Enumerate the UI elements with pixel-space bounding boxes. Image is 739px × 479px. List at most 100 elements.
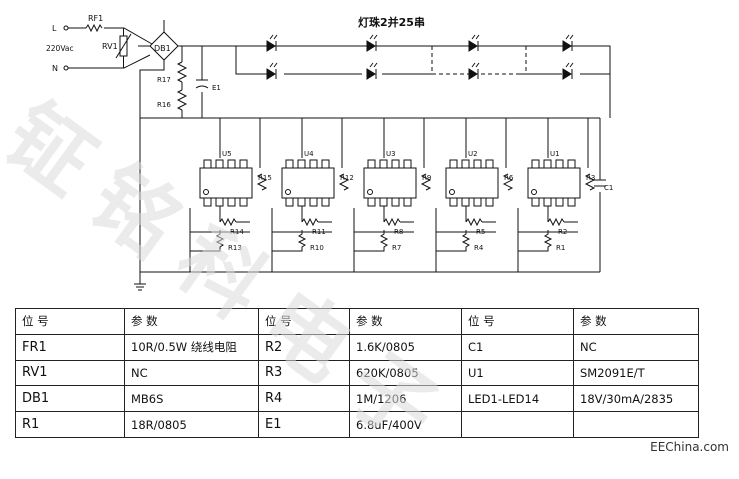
- led-driver-schematic: L N 220Vac RF1 RV1 DB1 R17 R16 E1 灯珠2并25…: [46, 14, 613, 291]
- ic-pin: [309, 197, 318, 207]
- sense-resistor-top-label: R14: [230, 228, 244, 236]
- terminal-n-label: N: [52, 64, 58, 73]
- ic-pin: [403, 159, 412, 169]
- input-section: L N 220Vac RF1 RV1 DB1 R17 R16 E1: [46, 14, 221, 291]
- e1-label: E1: [212, 84, 221, 92]
- table-cell: DB1: [15, 385, 125, 413]
- table-header-cell: 参 数: [573, 308, 699, 335]
- ic-pin: [485, 197, 494, 207]
- led-diode: [562, 62, 574, 80]
- ic-label: U3: [386, 150, 396, 158]
- rf1-label: RF1: [88, 14, 103, 23]
- ic-pin: [203, 197, 212, 207]
- ic-pin: [531, 159, 540, 169]
- led-diode: [366, 62, 378, 80]
- terminal-l-label: L: [52, 24, 57, 33]
- table-cell: E1: [258, 411, 350, 438]
- table-cell: U1: [461, 359, 574, 387]
- r17-label: R17: [157, 76, 171, 84]
- led-string: 灯珠2并25串: [208, 15, 611, 118]
- series-resistor-label: R3: [586, 174, 595, 182]
- table-cell: 620K/0805: [349, 359, 462, 387]
- table-header-cell: 参 数: [349, 308, 462, 335]
- table-cell: NC: [573, 333, 699, 361]
- ic-pin: [203, 159, 212, 169]
- c1-capacitor: C1: [594, 118, 613, 272]
- ic-pin: [227, 197, 236, 207]
- table-cell: C1: [461, 333, 574, 361]
- ic-pin: [449, 197, 458, 207]
- sense-resistor-top-label: R2: [558, 228, 567, 236]
- table-cell: 10R/0.5W 绕线电阻: [124, 333, 259, 361]
- led-diode: [366, 34, 378, 52]
- table-cell: 18R/0805: [124, 411, 259, 438]
- table-cell: 6.8uF/400V: [349, 411, 462, 438]
- rf1-resistor: [85, 23, 103, 33]
- ic-pin: [321, 197, 330, 207]
- table-header-cell: 位 号: [258, 308, 350, 335]
- sense-resistor-top-label: R11: [312, 228, 326, 236]
- table-cell: 1M/1206: [349, 385, 462, 413]
- table-cell: [573, 411, 699, 438]
- e1-capacitor: [195, 79, 209, 89]
- sense-resistor-bottom-label: R4: [474, 244, 484, 252]
- db1-label: DB1: [154, 44, 171, 53]
- led-diode: [266, 62, 278, 80]
- table-cell: LED1-LED14: [461, 385, 574, 413]
- r16-label: R16: [157, 101, 171, 109]
- ic-pin: [285, 159, 294, 169]
- sense-resistor-bottom-label: R10: [310, 244, 324, 252]
- ic-pin: [321, 159, 330, 169]
- table-cell: NC: [124, 359, 259, 387]
- led-diode: [266, 34, 278, 52]
- ic-pin: [543, 197, 552, 207]
- table-cell: R4: [258, 385, 350, 413]
- led-diode: [468, 62, 480, 80]
- ic-pin: [473, 159, 482, 169]
- site-label: EEChina.com: [650, 440, 729, 454]
- ic-pin: [215, 159, 224, 169]
- sense-resistor-top-label: R5: [476, 228, 485, 236]
- series-resistor-label: R9: [422, 174, 431, 182]
- ic-pin: [239, 197, 248, 207]
- series-resistor-label: R6: [504, 174, 514, 182]
- ic-label: U4: [304, 150, 314, 158]
- ic-pin: [485, 159, 494, 169]
- ic-pin: [473, 197, 482, 207]
- table-cell: R3: [258, 359, 350, 387]
- ic-pin: [379, 197, 388, 207]
- table-cell: SM2091E/T: [573, 359, 699, 387]
- table-header-cell: 参 数: [124, 308, 259, 335]
- ic-pin: [367, 197, 376, 207]
- ic-pin: [567, 159, 576, 169]
- series-resistor-label: R12: [340, 174, 354, 182]
- table-cell: RV1: [15, 359, 125, 387]
- sense-resistor-bottom-label: R7: [392, 244, 401, 252]
- ic-pin: [461, 197, 470, 207]
- sense-resistor-top-label: R8: [394, 228, 403, 236]
- driver-modules: U5R15R14R13U4R12R11R10U3R9R8R7U2R6R5R4U1…: [189, 118, 595, 272]
- sense-resistor-bottom-label: R13: [228, 244, 242, 252]
- c1-label: C1: [604, 184, 613, 192]
- ic-pin: [461, 159, 470, 169]
- ic-pin: [543, 159, 552, 169]
- ic-pin: [391, 197, 400, 207]
- ic-pin: [555, 159, 564, 169]
- led-string-title: 灯珠2并25串: [358, 15, 425, 29]
- table-header-cell: 位 号: [461, 308, 574, 335]
- rv1-label: RV1: [102, 42, 118, 51]
- led-diode: [562, 34, 574, 52]
- sense-resistor-bottom-label: R1: [556, 244, 565, 252]
- ic-pin: [403, 197, 412, 207]
- table-cell: 18V/30mA/2835: [573, 385, 699, 413]
- ic-pin: [285, 197, 294, 207]
- ic-pin: [215, 197, 224, 207]
